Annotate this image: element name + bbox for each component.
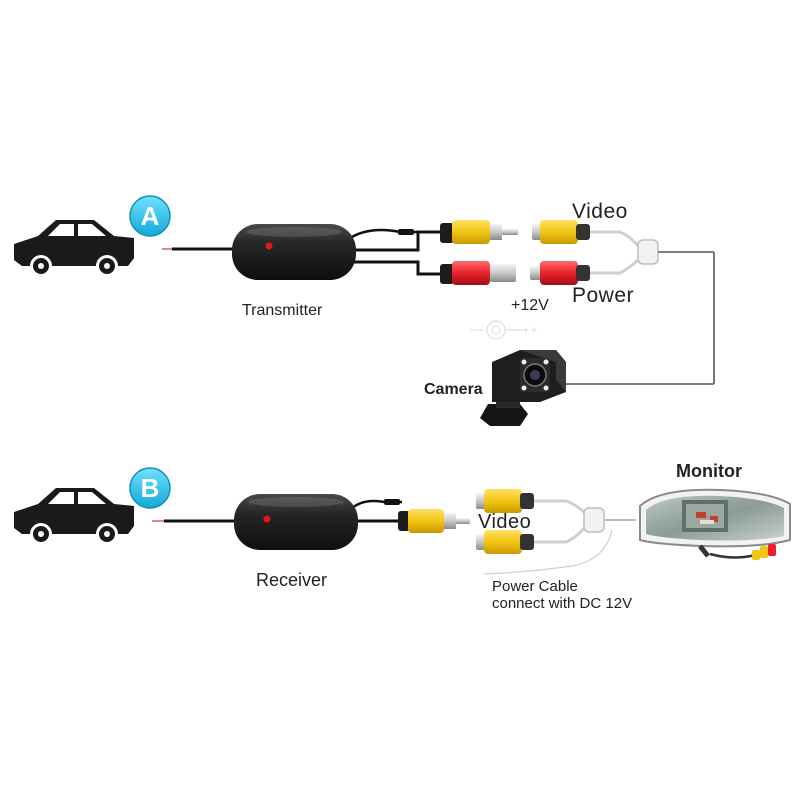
camera-video-socket xyxy=(532,220,590,244)
transmitter-video-plug xyxy=(440,220,518,244)
power-cable-line1: Power Cable xyxy=(492,578,578,595)
badge-b: B xyxy=(129,467,171,509)
monitor-label: Monitor xyxy=(676,461,742,481)
badge-b-text: B xyxy=(141,473,160,503)
power-cable-line2: connect with DC 12V xyxy=(492,595,633,612)
badge-a: A xyxy=(129,195,171,237)
transmitter-box-icon xyxy=(232,224,356,280)
monitor-mirror-icon xyxy=(639,488,791,560)
receiver-video-plug xyxy=(398,509,470,533)
car-silhouette-icon xyxy=(14,220,134,276)
camera-label: Camera xyxy=(424,381,483,398)
transmitter-power-plug xyxy=(440,261,516,285)
camera-power-socket xyxy=(530,261,590,285)
camera-cable xyxy=(566,230,715,385)
power-cable-note: Power Cable connect with DC 12V xyxy=(492,578,672,612)
monitor-cable xyxy=(483,499,636,575)
car-silhouette-icon xyxy=(14,488,134,544)
receiver-box-icon xyxy=(234,494,358,550)
dc-connector-icon xyxy=(470,320,537,340)
power-label: Power xyxy=(572,284,635,307)
transmitter-wires xyxy=(162,228,440,276)
receiver-label: Receiver xyxy=(256,570,328,590)
monitor-power-socket xyxy=(476,530,534,554)
video-label-b: Video xyxy=(478,511,532,533)
voltage-label: +12V xyxy=(511,297,549,314)
video-label-a: Video xyxy=(572,200,628,223)
badge-a-text: A xyxy=(141,201,160,231)
monitor-video-socket xyxy=(476,489,534,513)
camera-icon xyxy=(480,350,566,426)
transmitter-label: Transmitter xyxy=(242,302,323,319)
